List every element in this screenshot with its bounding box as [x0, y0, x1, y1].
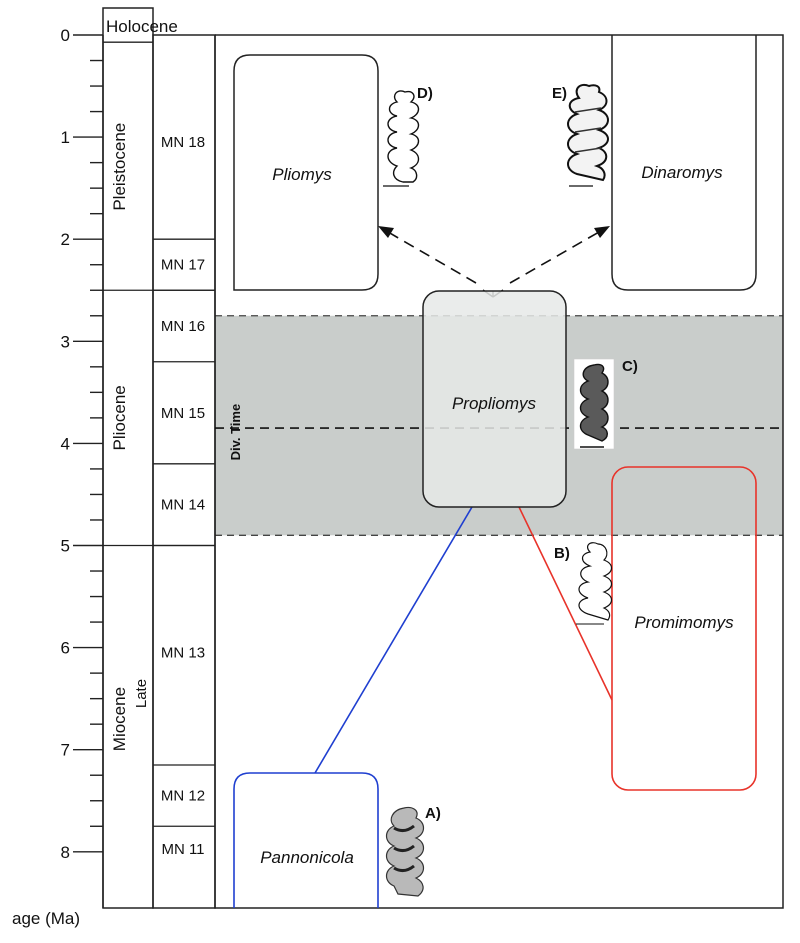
- tick-label: 2: [61, 230, 70, 249]
- tick-label: 7: [61, 741, 70, 760]
- specimen-e-tooth-drawing: [567, 84, 609, 187]
- mn-zone-label: MN 14: [161, 497, 205, 514]
- genus-label-promimomys: Promimomys: [634, 613, 734, 632]
- specimen-d-tooth-drawing: [383, 90, 420, 187]
- genus-label-pliomys: Pliomys: [272, 165, 332, 184]
- mn-column-frame: [152, 34, 216, 909]
- epoch-label-pleistocene: Pleistocene: [110, 123, 129, 211]
- specimen-label-e: E): [552, 85, 567, 102]
- mn-zone-label: MN 12: [161, 788, 205, 805]
- divergence-time-label: Div. Time: [228, 404, 243, 461]
- mn-zone-label: MN 15: [161, 405, 205, 422]
- tick-label: 8: [61, 843, 70, 862]
- arrow-to-dinaromys: [509, 231, 600, 284]
- genus-box-propliomys: [422, 290, 567, 508]
- mn-zone-column: [152, 34, 216, 909]
- mn-zone-label: MN 13: [161, 645, 205, 662]
- specimen-label-c: C): [622, 358, 638, 375]
- tick-label: 6: [61, 639, 70, 658]
- genus-label-dinaromys: Dinaromys: [641, 163, 723, 182]
- epoch-label-holocene: Holocene: [106, 17, 178, 36]
- genus-box-pannonicola: [233, 772, 379, 908]
- pannonicola-propliomys-link: [314, 506, 473, 774]
- specimen-label-d: D): [417, 85, 433, 102]
- mn-zone-label: MN 17: [161, 257, 205, 274]
- genus-label-pannonicola: Pannonicola: [260, 848, 354, 867]
- mn-zone-label: MN 16: [161, 318, 205, 335]
- genus-box-pliomys: [233, 54, 379, 291]
- epoch-label-pliocene: Pliocene: [110, 385, 129, 450]
- epoch-sublabel-late: Late: [133, 679, 150, 708]
- specimen-c-tooth-drawing: [573, 358, 615, 450]
- epoch-label-miocene: Miocene: [110, 687, 129, 751]
- specimen-b-tooth-drawing: [576, 542, 613, 625]
- tick-label: 4: [61, 434, 70, 453]
- arrow-to-pliomys: [387, 231, 477, 284]
- genus-box-dinaromys: [611, 35, 757, 291]
- tick-label: 3: [61, 332, 70, 351]
- age-axis-ticks: [73, 34, 103, 853]
- tick-label: 1: [61, 128, 70, 147]
- mn-zone-label: MN 18: [161, 134, 205, 151]
- specimen-a-tooth-drawing: [385, 806, 425, 897]
- mn-zone-label: MN 11: [161, 841, 204, 858]
- specimen-label-a: A): [425, 805, 441, 822]
- arrowhead-dinaromys: [594, 226, 610, 238]
- tick-label: 5: [61, 537, 70, 556]
- tick-label: 0: [61, 26, 70, 45]
- specimen-label-b: B): [554, 545, 570, 562]
- promimomys-propliomys-link: [518, 506, 613, 701]
- axis-title: age (Ma): [12, 909, 80, 928]
- genus-label-propliomys: Propliomys: [452, 394, 537, 413]
- arrowhead-pliomys: [378, 226, 394, 238]
- main-panel-frame: [214, 34, 784, 909]
- genus-box-promimomys: [611, 466, 757, 791]
